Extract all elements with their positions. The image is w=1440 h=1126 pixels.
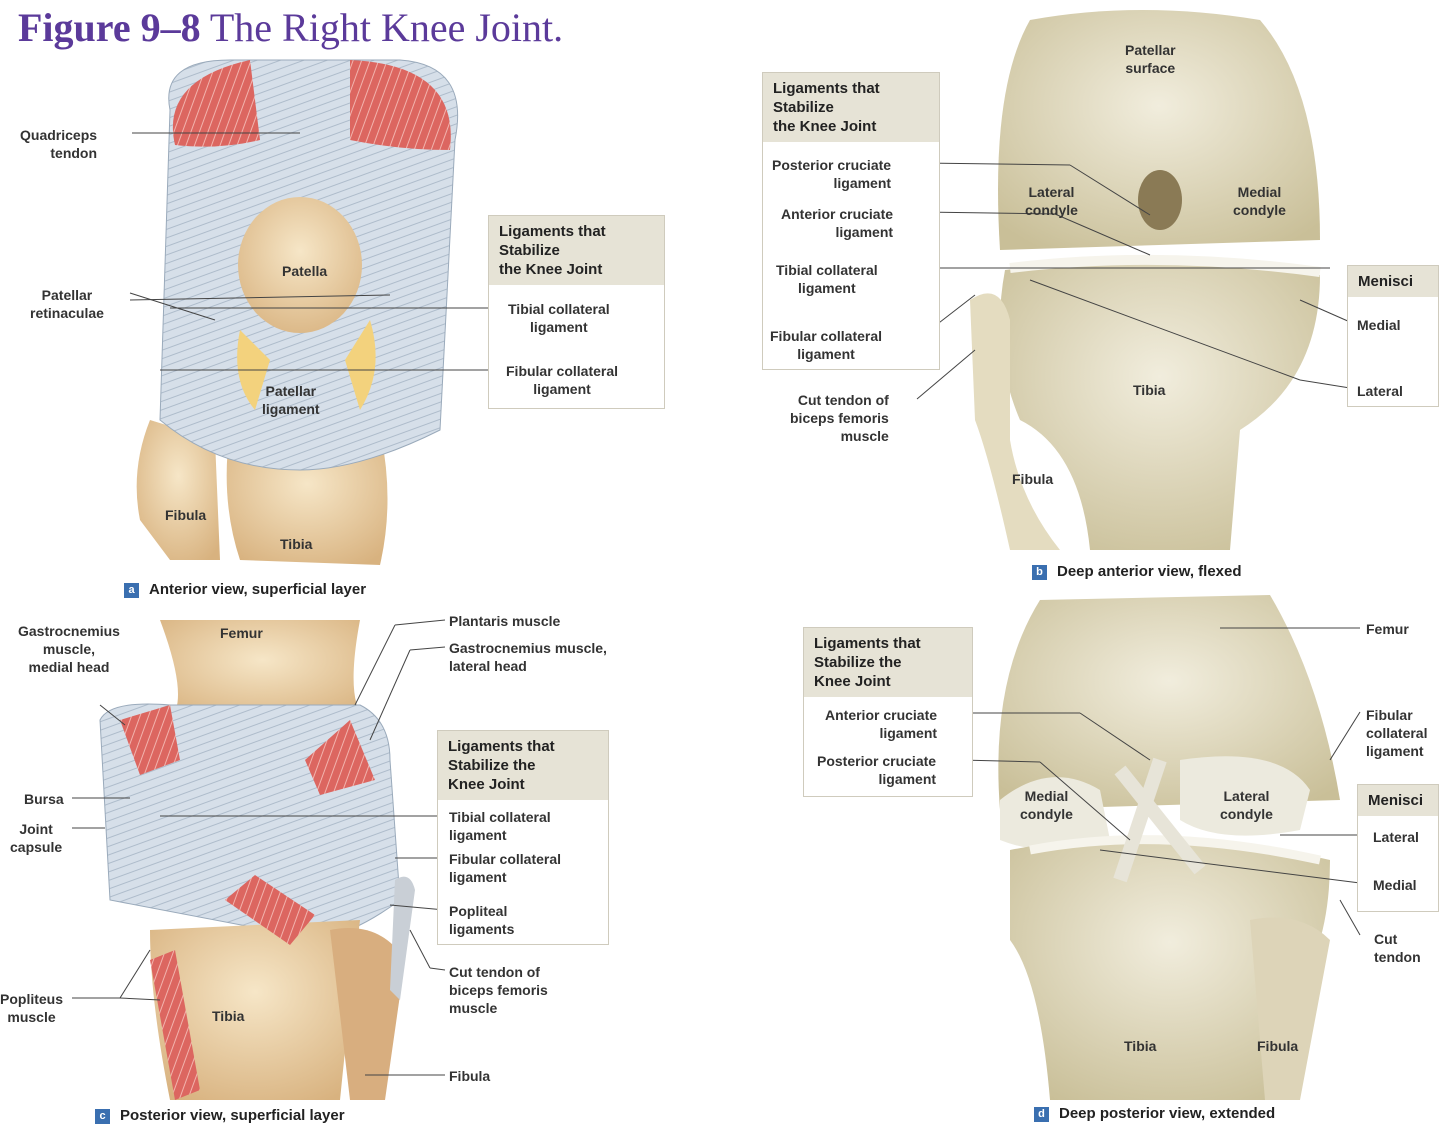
label-joint-capsule: Joint capsule [10, 820, 62, 856]
caption-badge-b: b [1032, 565, 1047, 580]
menisci-box-d-header: Menisci [1358, 785, 1438, 816]
label-tibia-a: Tibia [280, 535, 312, 553]
label-meniscus-lateral-d: Lateral [1373, 828, 1419, 846]
label-quadriceps-tendon: Quadriceps tendon [20, 126, 97, 162]
panel-c-art [100, 620, 415, 1100]
menisci-box-b-header: Menisci [1348, 266, 1438, 297]
label-fibular-collateral-d: Fibular collateral ligament [1366, 706, 1427, 760]
label-fibular-collateral-c: Fibular collateral ligament [449, 850, 561, 886]
label-tibia-d: Tibia [1124, 1037, 1156, 1055]
label-meniscus-medial-b: Medial [1357, 316, 1401, 334]
label-tibia-b: Tibia [1133, 381, 1165, 399]
label-patellar-surface: Patellar surface [1125, 41, 1176, 77]
label-fibula-a: Fibula [165, 506, 206, 524]
label-posterior-cruciate-d: Posterior cruciate ligament [817, 752, 936, 788]
label-popliteal-ligaments: Popliteal ligaments [449, 902, 514, 938]
label-cut-tendon-b: Cut tendon of biceps femoris muscle [790, 391, 889, 445]
label-posterior-cruciate-b: Posterior cruciate ligament [772, 156, 891, 192]
panel-b-art [970, 10, 1320, 550]
tibia-specimen-b [1000, 261, 1320, 550]
caption-badge-a: a [124, 583, 139, 598]
label-gastrocnemius-medial: Gastrocnemius muscle, medial head [18, 622, 120, 676]
label-lateral-condyle-b: Lateral condyle [1025, 183, 1078, 219]
label-patella: Patella [282, 262, 327, 280]
label-tibia-c: Tibia [212, 1007, 244, 1025]
label-anterior-cruciate-b: Anterior cruciate ligament [781, 205, 893, 241]
label-fibula-b: Fibula [1012, 470, 1053, 488]
label-fibula-c: Fibula [449, 1067, 490, 1085]
caption-badge-c: c [95, 1109, 110, 1124]
label-tibial-collateral-a: Tibial collateral ligament [508, 300, 610, 336]
label-cut-tendon-d: Cut tendon [1374, 930, 1421, 966]
ligaments-box-d-header: Ligaments that Stabilize the Knee Joint [804, 628, 972, 697]
label-fibular-collateral-b: Fibular collateral ligament [770, 327, 882, 363]
label-meniscus-medial-d: Medial [1373, 876, 1417, 894]
panel-a-art [137, 60, 458, 565]
label-femur-d: Femur [1366, 620, 1409, 638]
label-gastrocnemius-lateral: Gastrocnemius muscle, lateral head [449, 639, 607, 675]
label-meniscus-lateral-b: Lateral [1357, 382, 1403, 400]
panel-d-art [998, 595, 1340, 1100]
label-medial-condyle-b: Medial condyle [1233, 183, 1286, 219]
label-lateral-condyle-d: Lateral condyle [1220, 787, 1273, 823]
label-patellar-ligament: Patellar ligament [262, 382, 320, 418]
label-medial-condyle-d: Medial condyle [1020, 787, 1073, 823]
ligaments-box-b-header: Ligaments that Stabilize the Knee Joint [763, 73, 939, 142]
label-cut-tendon-c: Cut tendon of biceps femoris muscle [449, 963, 548, 1017]
caption-badge-d: d [1034, 1107, 1049, 1122]
ligaments-box-c-header: Ligaments that Stabilize the Knee Joint [438, 731, 608, 800]
label-fibular-collateral-a: Fibular collateral ligament [506, 362, 618, 398]
label-femur-c: Femur [220, 624, 263, 642]
label-tibial-collateral-b: Tibial collateral ligament [776, 261, 878, 297]
label-bursa: Bursa [24, 790, 64, 808]
label-anterior-cruciate-d: Anterior cruciate ligament [825, 706, 937, 742]
ligaments-box-a-header: Ligaments that Stabilize the Knee Joint [489, 216, 664, 285]
label-plantaris: Plantaris muscle [449, 612, 560, 630]
label-popliteus: Popliteus muscle [0, 990, 63, 1026]
label-fibula-d: Fibula [1257, 1037, 1298, 1055]
label-tibial-collateral-c: Tibial collateral ligament [449, 808, 551, 844]
intercondylar-notch-b [1138, 170, 1182, 230]
label-patellar-retinaculae: Patellar retinaculae [30, 286, 104, 322]
